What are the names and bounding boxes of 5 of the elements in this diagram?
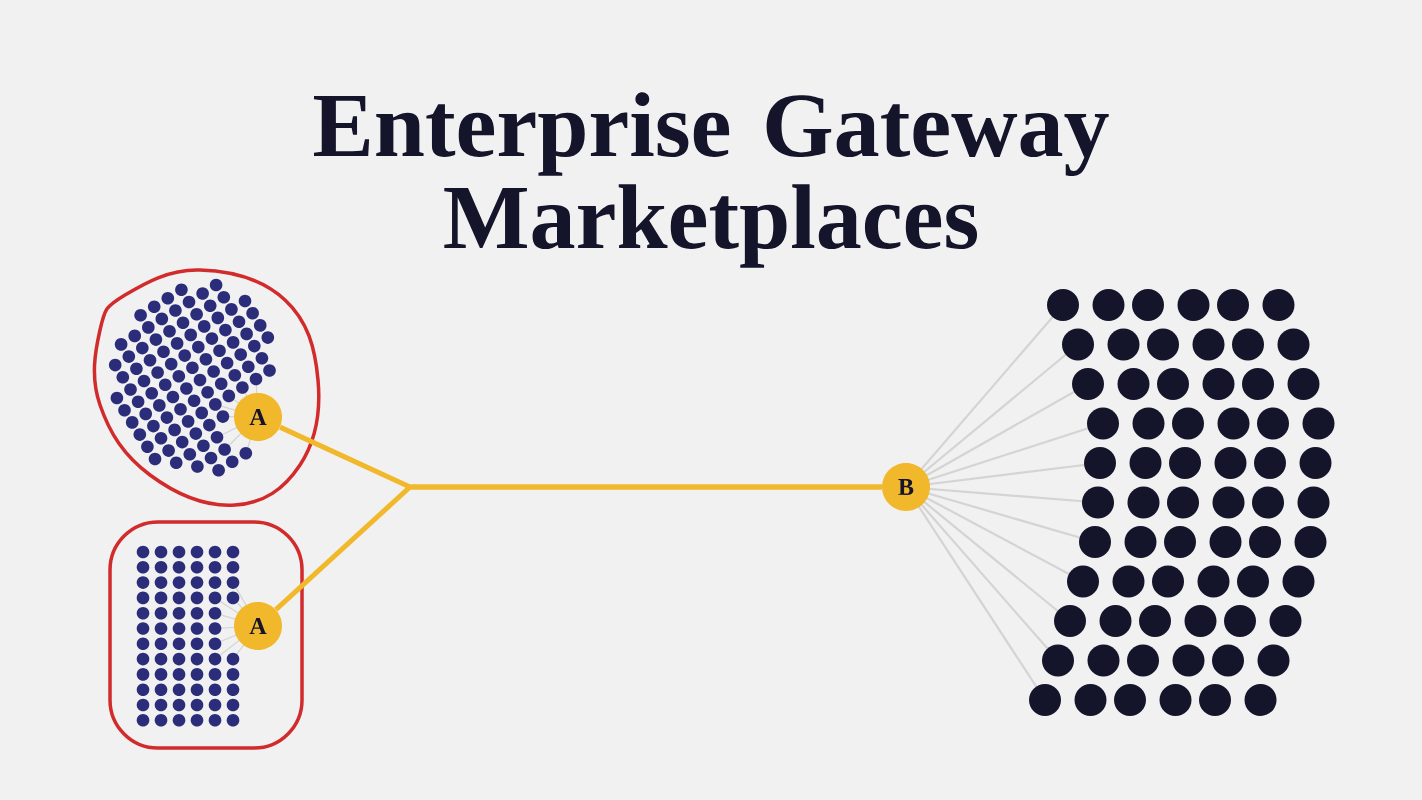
circle-node: B [882, 463, 930, 511]
circle-node: A [234, 602, 282, 650]
title: Enterprise Gateway Marketplaces [314, 92, 1109, 268]
connector-line [274, 484, 882, 612]
circle-node: A [234, 393, 282, 441]
